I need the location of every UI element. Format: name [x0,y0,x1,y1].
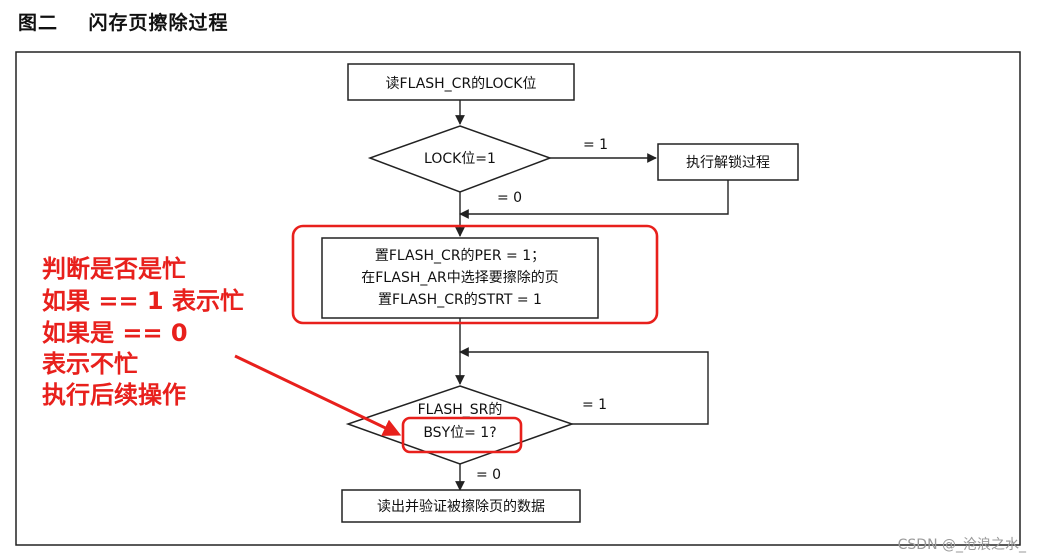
node-verify-label: 读出并验证被擦除页的数据 [377,498,545,515]
annotation-line-2: 如果 == 1 表示忙 [42,287,244,315]
edge-bsy-no-label: = 0 [476,467,501,483]
annotation-line-5: 执行后续操作 [42,381,186,409]
node-unlock [657,143,799,181]
decision-bsy-line1: FLASH_SR的 [418,402,503,418]
node-read-lock-label: 读FLASH_CR的LOCK位 [386,75,537,92]
watermark: CSDN @_沧浪之水_ [898,536,1027,553]
node-set-per-line2: 在FLASH_AR中选择要擦除的页 [361,269,558,286]
edge-bsy-yes-label: = 1 [582,397,607,413]
node-set-per-line3: 置FLASH_CR的STRT = 1 [378,292,542,308]
annotation-arrow [234,354,402,436]
annotation-line-1: 判断是否是忙 [42,255,186,283]
node-verify [341,489,581,523]
figure-caption: 图二 闪存页擦除过程 [18,12,229,34]
highlight-set-per [291,224,659,325]
decision-bsy-line2: BSY位= 1? [423,425,496,441]
decision-bsy [345,385,575,465]
node-set-per [321,237,599,319]
highlight-bsy [401,416,523,454]
decision-lock-label: LOCK位=1 [424,151,496,167]
edge-lock-no-label: = 0 [497,190,522,206]
node-unlock-label: 执行解锁过程 [686,155,770,171]
node-read-lock [347,63,575,101]
node-set-per-line1: 置FLASH_CR的PER = 1； [375,248,545,264]
edge-unlock-back [459,180,729,219]
edge-lock-yes-label: = 1 [583,137,608,153]
edge-bsy-yes-loop [459,347,709,425]
diagram-frame [15,51,1021,546]
annotation-note: 判断是否是忙 如果 == 1 表示忙 如果是 == 0 表示不忙 执行后续操作 [40,253,246,411]
annotation-line-4: 表示不忙 [42,350,138,378]
annotation-line-3: 如果是 == 0 [42,319,188,347]
decision-lock [367,125,553,193]
